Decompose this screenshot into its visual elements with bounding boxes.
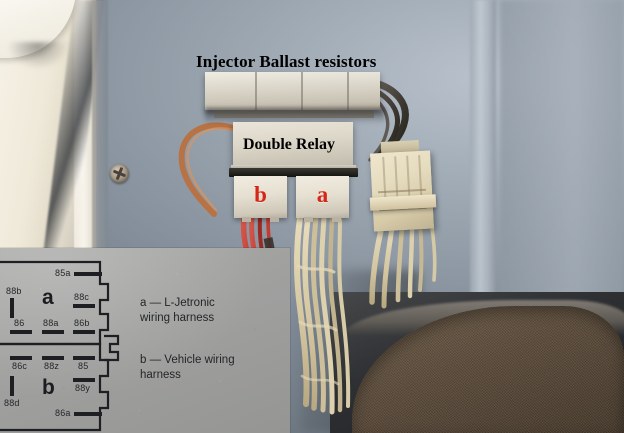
- inset-connector-b-letter: b: [42, 376, 55, 399]
- inset-texture: [0, 248, 290, 433]
- relay-lip-light: [231, 165, 356, 170]
- pin-terminal-85a: [74, 272, 102, 276]
- pin-label-88y: 88y: [75, 383, 91, 393]
- pin-terminal-86a: [74, 412, 102, 416]
- pin-terminal-86c: [10, 356, 32, 360]
- pin-terminal-88d: [10, 376, 14, 396]
- pin-label-85a: 85a: [55, 268, 71, 278]
- pin-terminal-88b: [10, 298, 14, 318]
- pinout-inset-panel: a 85a 88b 88c 86 88a 86b b 86c 88z 85 88…: [0, 248, 290, 433]
- pin-label-88c: 88c: [74, 292, 90, 302]
- pin-label-86c: 86c: [12, 361, 28, 371]
- relay-connector-b: b: [234, 176, 287, 222]
- legend-entry-a: a — L-Jetronic wiring harness: [140, 297, 215, 324]
- panel-joint: [92, 0, 108, 300]
- legend-entry-b: b — Vehicle wiring harness: [140, 354, 235, 381]
- relay-connector-b-letter: b: [254, 182, 267, 207]
- pin-terminal-88c: [73, 304, 95, 308]
- pin-terminal-86b: [73, 330, 95, 334]
- pin-label-86: 86: [14, 318, 25, 328]
- pin-terminal-88z: [42, 356, 64, 360]
- relay-connector-a-letter: a: [316, 182, 329, 207]
- inset-connector-a-letter: a: [42, 286, 54, 309]
- pin-terminal-86: [10, 330, 32, 334]
- caption-injector-ballast-resistors: Injector Ballast resistors: [196, 52, 377, 71]
- pin-terminal-88y: [73, 378, 95, 382]
- pin-label-86a: 86a: [55, 408, 71, 418]
- pin-label-88a: 88a: [43, 318, 59, 328]
- pin-label-86b: 86b: [74, 318, 90, 328]
- panel-seam-right: [470, 0, 496, 320]
- pin-label-85: 85: [78, 361, 89, 371]
- pin-label-88b: 88b: [6, 286, 22, 296]
- double-relay-body: [233, 122, 353, 172]
- relay-connector-a: a: [296, 176, 349, 222]
- pin-label-88d: 88d: [4, 398, 20, 408]
- ballast-shadow: [205, 108, 385, 124]
- mounting-screw: [110, 164, 129, 183]
- right-harness-connector: [370, 150, 434, 232]
- wheel-arch-shadow: [0, 42, 66, 82]
- connector-outlines: [0, 260, 120, 432]
- relay-lip-dark: [229, 168, 358, 177]
- pin-label-88z: 88z: [44, 361, 60, 371]
- pin-terminal-85: [73, 356, 95, 360]
- caption-double-relay: Double Relay: [243, 136, 335, 153]
- injector-ballast-resistor-block: [205, 72, 380, 110]
- pin-terminal-88a: [42, 330, 64, 334]
- panel-seam-right-outer: [500, 0, 624, 300]
